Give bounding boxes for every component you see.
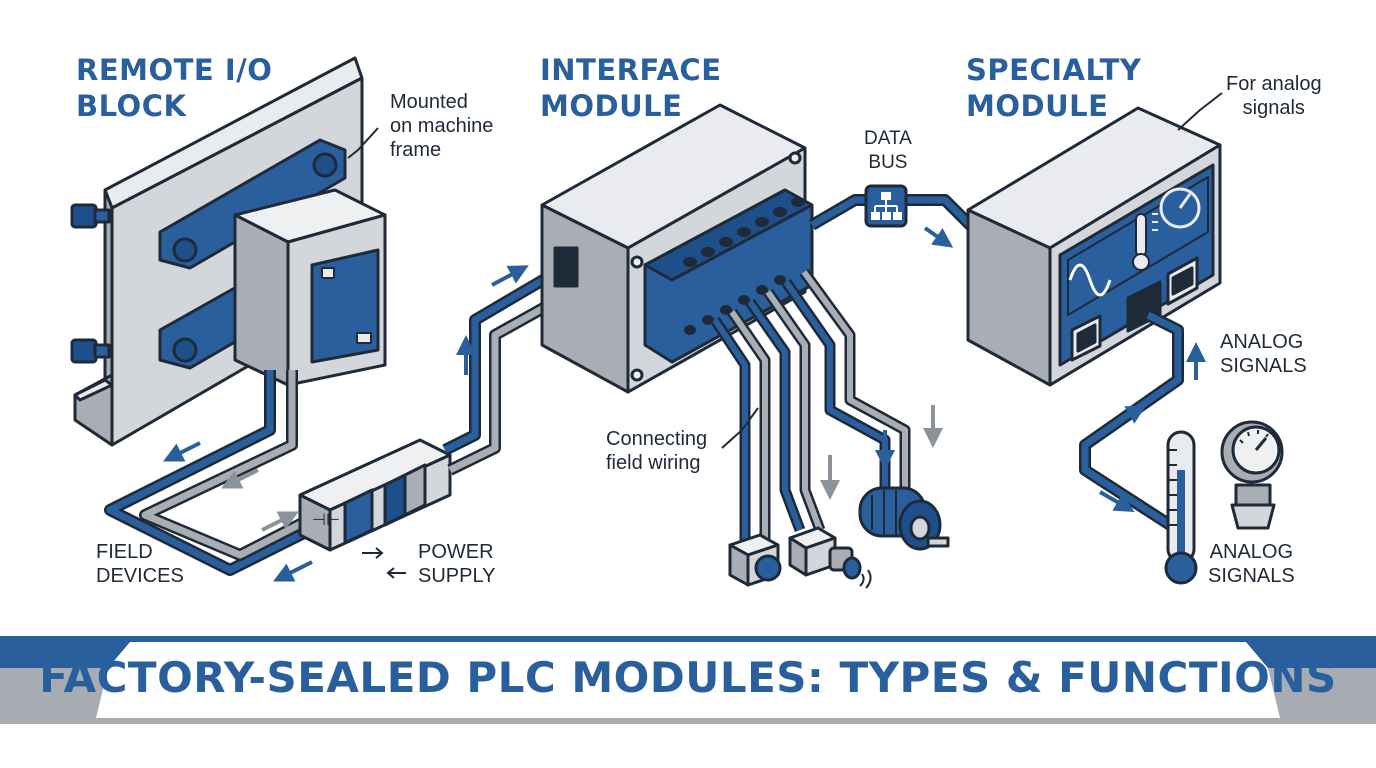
thermometer-icon — [1132, 213, 1158, 271]
analog-cable — [1079, 309, 1206, 531]
note-power-supply: POWER SUPPLY — [418, 540, 495, 588]
note-analog-signals-lower: ANALOG SIGNALS — [1208, 540, 1295, 588]
note-line: ANALOG — [1220, 331, 1304, 353]
note-for-analog: For analog signals — [1226, 72, 1322, 120]
note-line: SUPPLY — [418, 565, 496, 587]
power-to-interface-wiring — [442, 264, 575, 476]
note-line: SIGNALS — [1208, 565, 1295, 587]
mounted-leader-line — [347, 127, 379, 159]
gauge-icon — [1220, 420, 1284, 530]
power-supply-arrows — [362, 547, 406, 579]
analog-leader-line — [1177, 92, 1223, 131]
motor-icon — [858, 486, 950, 551]
heading-line: REMOTE I/O — [76, 53, 273, 87]
sine-wave-icon — [1068, 263, 1112, 297]
heading-line: MODULE — [966, 89, 1109, 123]
sensor-icon — [728, 533, 782, 587]
wiring-leader-line — [721, 407, 759, 449]
note-line: For analog — [1226, 73, 1322, 95]
note-data-bus: DATA BUS — [864, 127, 912, 175]
bolt — [70, 338, 111, 364]
network-icon — [864, 184, 908, 228]
sensor-icon — [788, 526, 872, 589]
heading-line: BLOCK — [76, 89, 187, 123]
terminal-screws — [683, 197, 805, 335]
heading-line: SPECIALTY — [966, 53, 1142, 87]
note-line: frame — [390, 139, 442, 161]
note-line: Mounted — [390, 91, 468, 113]
note-line: Connecting — [606, 428, 708, 450]
note-line: field wiring — [606, 452, 701, 474]
note-line: signals — [1242, 97, 1305, 119]
note-mounted: Mounted on machine frame — [390, 90, 493, 162]
remote-io-wiring — [104, 370, 321, 582]
bolt — [70, 203, 111, 229]
field-wiring — [710, 268, 943, 545]
note-line: ANALOG — [1209, 541, 1294, 563]
mount-bracket — [158, 138, 347, 270]
note-line: DATA — [864, 128, 912, 149]
note-connecting-field-wiring: Connecting field wiring — [606, 427, 707, 475]
note-line: POWER — [418, 541, 494, 563]
heading-line: MODULE — [540, 89, 683, 123]
terminal-glyph: ⊣⊢ — [312, 510, 340, 529]
note-line: SIGNALS — [1220, 355, 1307, 377]
interface-module — [540, 103, 814, 394]
banner-title: FACTORY-SEALED PLC MODULES: TYPES & FUNC… — [39, 653, 1337, 702]
heading-remote-io: REMOTE I/O BLOCK — [76, 52, 272, 124]
note-line: FIELD — [96, 541, 153, 563]
note-analog-signals-upper: ANALOG SIGNALS — [1220, 330, 1307, 378]
thermometer-icon — [1164, 430, 1198, 585]
power-supply-terminal: ⊣⊢ — [298, 438, 452, 552]
remote-io-panel — [310, 248, 380, 364]
remote-io-block — [70, 56, 387, 447]
title-banner — [0, 636, 1376, 724]
note-line: on machine — [390, 115, 494, 137]
heading-interface-module: INTERFACE MODULE — [540, 52, 722, 124]
heading-specialty-module: SPECIALTY MODULE — [966, 52, 1141, 124]
note-line: BUS — [868, 152, 908, 173]
interface-port — [553, 246, 579, 288]
note-field-devices: FIELD DEVICES — [96, 540, 184, 588]
note-line: DEVICES — [96, 565, 184, 587]
gauge-icon — [1159, 187, 1201, 229]
heading-line: INTERFACE — [540, 53, 722, 87]
